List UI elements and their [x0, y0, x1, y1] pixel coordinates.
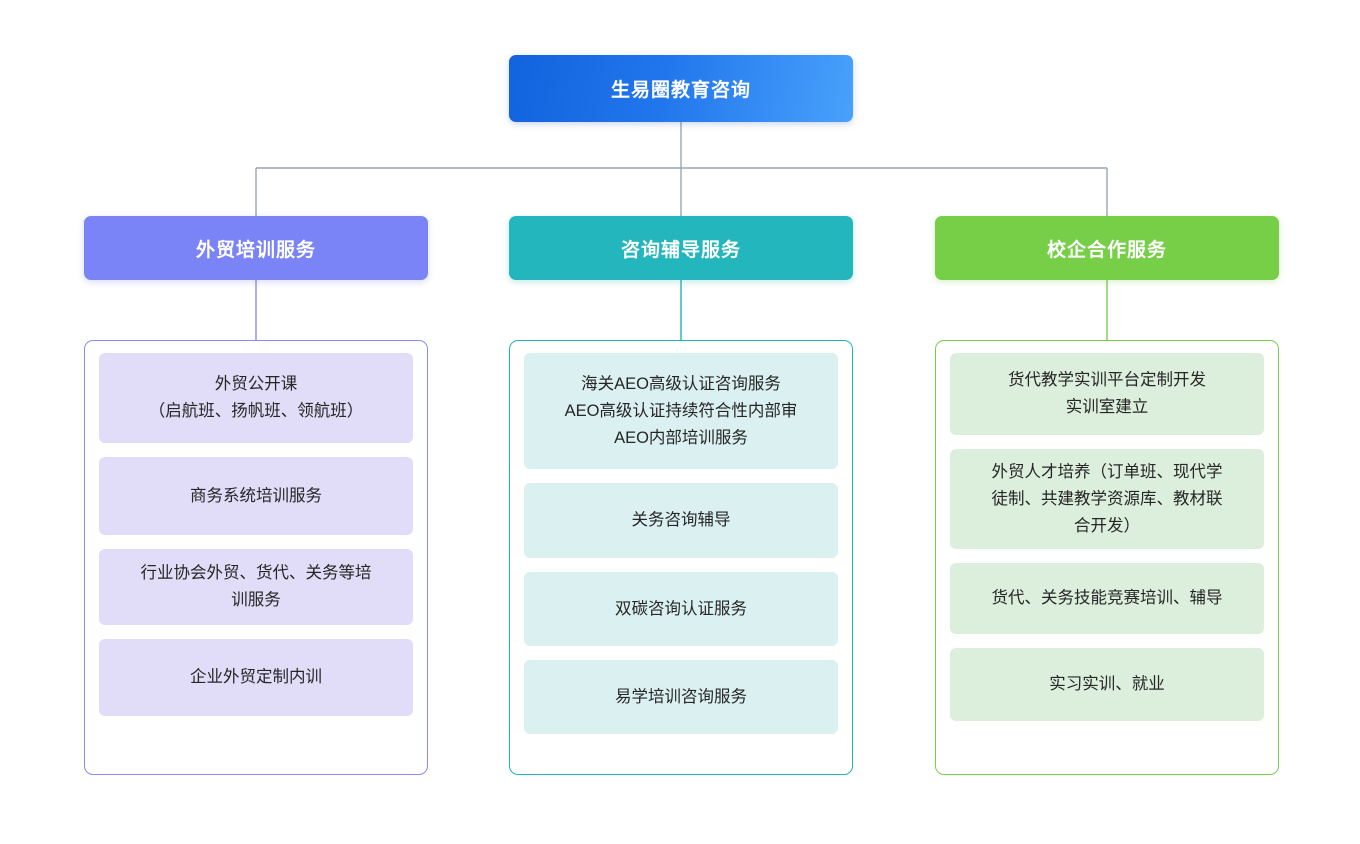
leaf-line: 外贸公开课	[214, 375, 298, 393]
leaf-line: 行业协会外贸、货代、关务等培	[140, 564, 372, 582]
leaf-line: 货代教学实训平台定制开发	[1008, 371, 1206, 389]
branch-header-label: 咨询辅导服务	[620, 239, 741, 261]
leaf-card-text: 关务咨询辅导	[632, 507, 731, 534]
leaf-card-text: 外贸人才培养（订单班、现代学 徒制、共建教学资源库、教材联 合开发）	[992, 459, 1223, 540]
leaf-line: AEO高级认证持续符合性内部审	[564, 401, 798, 420]
leaf-card-text: 易学培训咨询服务	[615, 684, 747, 711]
branch-column-school-enterprise: 校企合作服务 货代教学实训平台定制开发 实训室建立 外贸人才培养（订单班、现代学…	[935, 0, 1279, 844]
leaf-card-text: 商务系统培训服务	[190, 483, 322, 510]
leaf-line: 关务咨询辅导	[631, 511, 731, 529]
branch-column-training: 外贸培训服务 外贸公开课 （启航班、扬帆班、领航班） 商务系统培训服务 行业协会…	[84, 0, 428, 844]
leaf-line: 双碳咨询认证服务	[615, 599, 747, 618]
branch-panel-school-enterprise: 货代教学实训平台定制开发 实训室建立 外贸人才培养（订单班、现代学 徒制、共建教…	[935, 340, 1279, 775]
branch-header-label: 校企合作服务	[1046, 239, 1167, 261]
root-node[interactable]: 生易圈教育咨询	[509, 55, 853, 122]
leaf-line: 外贸人才培养（订单班、现代学	[991, 462, 1223, 481]
leaf-card[interactable]: 货代、关务技能竞赛培训、辅导	[950, 563, 1264, 634]
leaf-line: 实训室建立	[1065, 398, 1149, 416]
leaf-card[interactable]: 海关AEO高级认证咨询服务 AEO高级认证持续符合性内部审 AEO内部培训服务	[524, 353, 838, 469]
leaf-card[interactable]: 企业外贸定制内训	[99, 639, 413, 716]
leaf-line: 海关AEO高级认证咨询服务	[581, 374, 781, 393]
leaf-line: 徒制、共建教学资源库、教材联	[991, 489, 1223, 508]
leaf-line: 合开发）	[1074, 516, 1140, 535]
leaf-card[interactable]: 外贸公开课 （启航班、扬帆班、领航班）	[99, 353, 413, 443]
leaf-card[interactable]: 行业协会外贸、货代、关务等培 训服务	[99, 549, 413, 625]
branch-header-training[interactable]: 外贸培训服务	[84, 216, 428, 280]
leaf-card-text: 企业外贸定制内训	[190, 664, 322, 691]
leaf-card[interactable]: 货代教学实训平台定制开发 实训室建立	[950, 353, 1264, 435]
leaf-card[interactable]: 外贸人才培养（订单班、现代学 徒制、共建教学资源库、教材联 合开发）	[950, 449, 1264, 549]
leaf-line: 货代、关务技能竞赛培训、辅导	[991, 589, 1223, 607]
leaf-line: AEO内部培训服务	[614, 428, 748, 447]
leaf-card[interactable]: 商务系统培训服务	[99, 457, 413, 535]
leaf-card[interactable]: 易学培训咨询服务	[524, 660, 838, 734]
branch-column-consulting: 咨询辅导服务 海关AEO高级认证咨询服务 AEO高级认证持续符合性内部审 AEO…	[509, 0, 853, 844]
leaf-line: 商务系统培训服务	[190, 486, 322, 505]
leaf-card-text: 行业协会外贸、货代、关务等培 训服务	[141, 560, 372, 614]
branch-header-school-enterprise[interactable]: 校企合作服务	[935, 216, 1279, 280]
leaf-card-text: 实习实训、就业	[1049, 671, 1165, 698]
leaf-card-text: 货代教学实训平台定制开发 实训室建立	[1008, 367, 1206, 421]
branch-panel-consulting: 海关AEO高级认证咨询服务 AEO高级认证持续符合性内部审 AEO内部培训服务 …	[509, 340, 853, 775]
leaf-card-text: 双碳咨询认证服务	[615, 596, 747, 623]
leaf-line: 训服务	[231, 591, 281, 609]
leaf-line: （启航班、扬帆班、领航班）	[148, 402, 364, 420]
branch-header-consulting[interactable]: 咨询辅导服务	[509, 216, 853, 280]
leaf-card[interactable]: 双碳咨询认证服务	[524, 572, 838, 646]
branch-header-label: 外贸培训服务	[195, 239, 316, 261]
leaf-card-text: 海关AEO高级认证咨询服务 AEO高级认证持续符合性内部审 AEO内部培训服务	[565, 371, 798, 452]
leaf-card-text: 货代、关务技能竞赛培训、辅导	[992, 585, 1223, 612]
leaf-line: 实习实训、就业	[1049, 675, 1165, 693]
leaf-line: 企业外贸定制内训	[190, 668, 322, 686]
leaf-card[interactable]: 关务咨询辅导	[524, 483, 838, 558]
leaf-card-text: 外贸公开课 （启航班、扬帆班、领航班）	[149, 371, 364, 425]
branch-panel-training: 外贸公开课 （启航班、扬帆班、领航班） 商务系统培训服务 行业协会外贸、货代、关…	[84, 340, 428, 775]
root-node-label: 生易圈教育咨询	[610, 80, 751, 101]
leaf-card[interactable]: 实习实训、就业	[950, 648, 1264, 721]
leaf-line: 易学培训咨询服务	[615, 687, 747, 706]
